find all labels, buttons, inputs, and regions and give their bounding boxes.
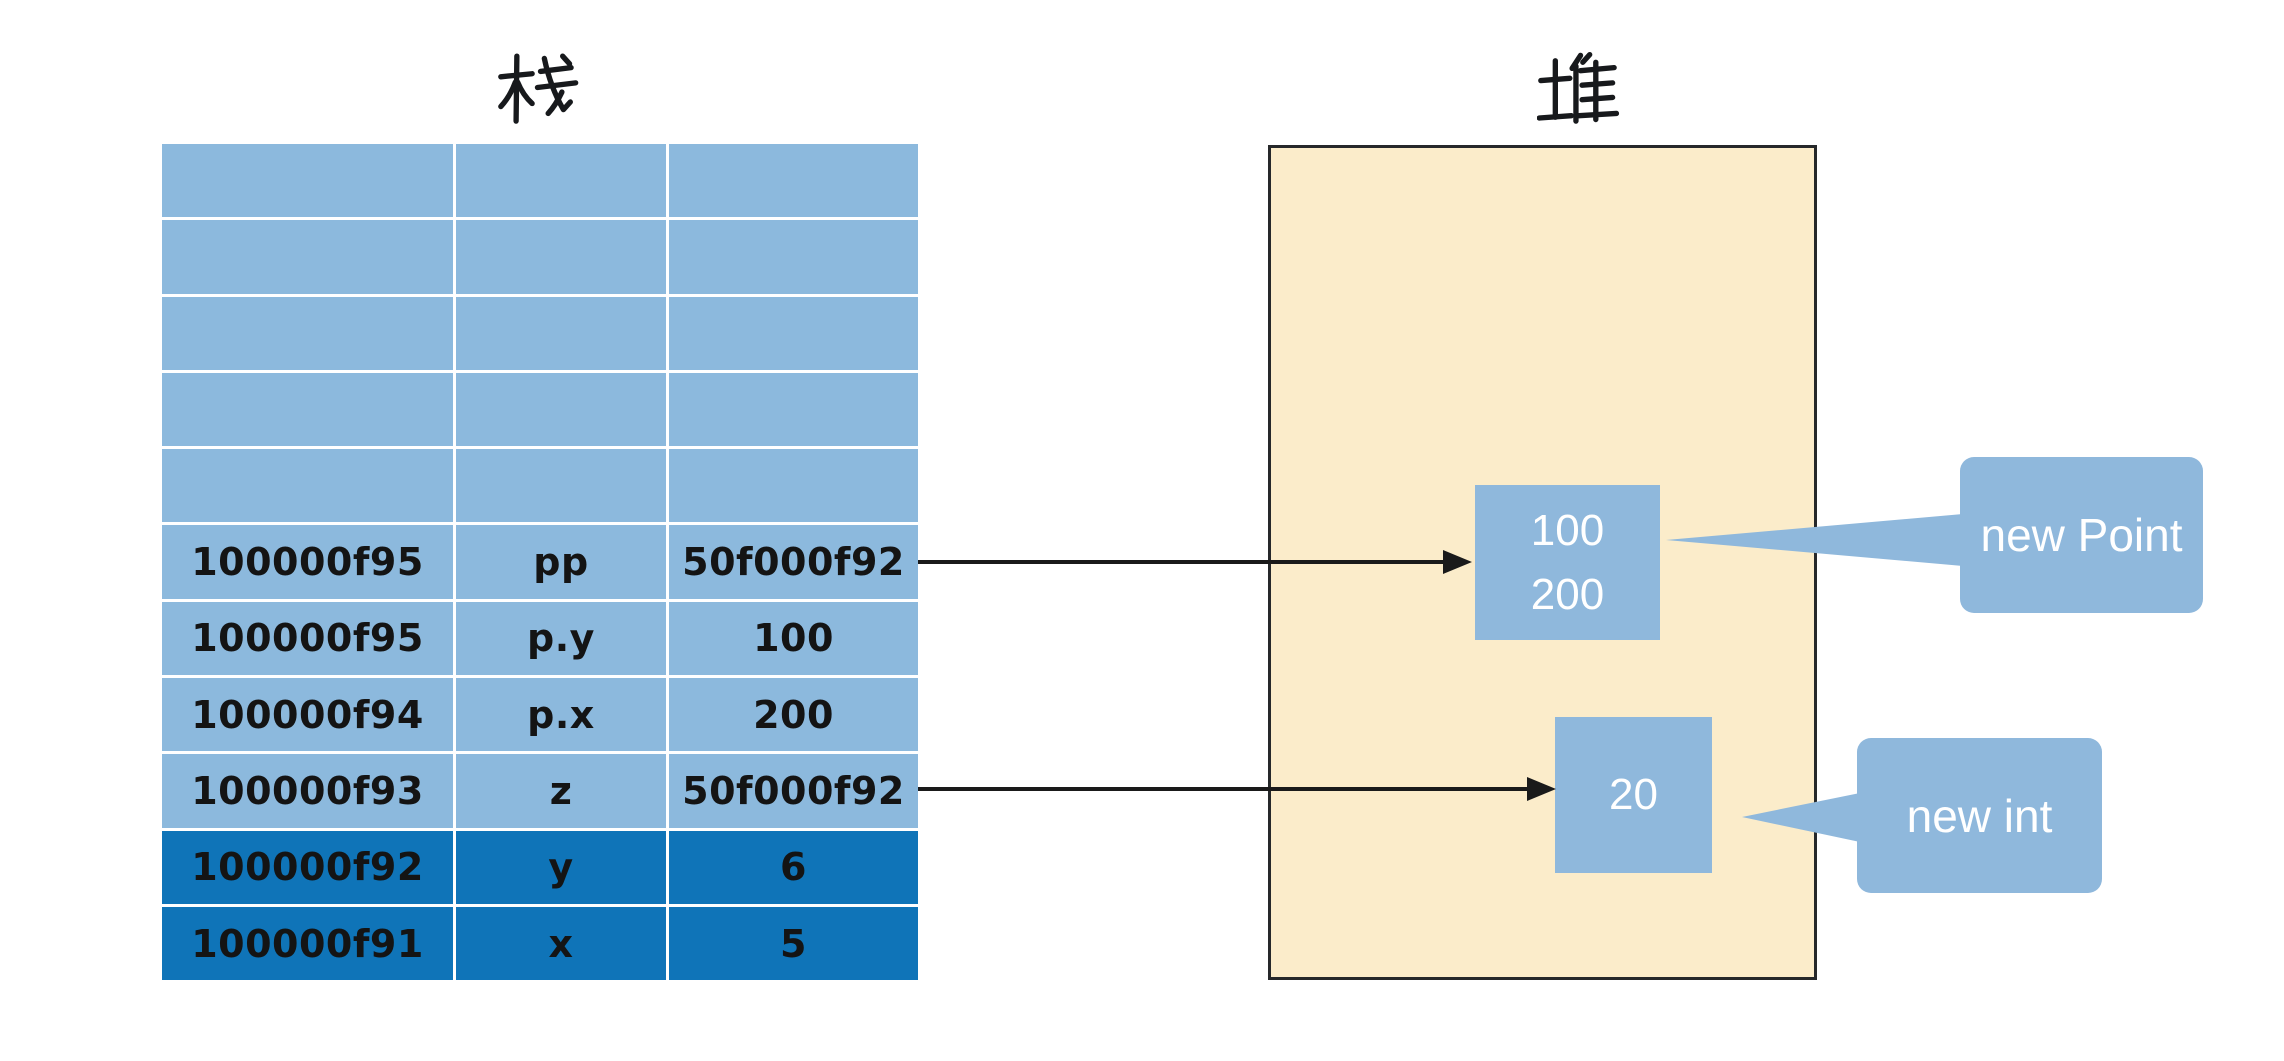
- stack-cell-value: [669, 449, 918, 523]
- callout-new-int-tail: [1742, 793, 1860, 842]
- stack-cell-value: 50f000f92: [669, 754, 918, 828]
- stack-cell-value: 5: [669, 906, 918, 981]
- callout-new-point-label: new Point: [1980, 509, 2183, 561]
- callout-new-point: new Point: [1960, 457, 2203, 613]
- callout-new-int: new int: [1857, 738, 2102, 893]
- point-y-value: 200: [1530, 569, 1605, 619]
- stack-cell-value: 6: [669, 830, 918, 904]
- pointer-arrow-z-head: [1527, 777, 1556, 801]
- heap-title-glyph: [1537, 51, 1620, 124]
- stack-cell-name: z: [456, 754, 666, 828]
- stack-cell-value: 50f000f92: [669, 525, 918, 599]
- stack-cell-address: [162, 449, 453, 523]
- stack-cell-address: 100000f93: [162, 754, 453, 828]
- point-object-box: 100 200: [1475, 485, 1660, 640]
- callout-new-int-label: new int: [1906, 789, 2053, 842]
- stack-cell-value: [669, 220, 918, 294]
- stack-cell-address: 100000f91: [162, 906, 453, 981]
- stack-cell-value: [669, 296, 918, 370]
- stack-cell-name: [456, 144, 666, 218]
- stack-cell-address: 100000f95: [162, 601, 453, 676]
- callout-new-point-tail: [1666, 514, 1963, 566]
- stack-cell-name: p.y: [456, 601, 666, 676]
- stack-cell-value: [669, 144, 918, 218]
- stack-cell-value: 100: [669, 601, 918, 676]
- stack-cell-name: [456, 372, 666, 447]
- stack-cell-address: [162, 296, 453, 370]
- stack-cell-address: 100000f95: [162, 525, 453, 599]
- stack-cell-value: 200: [669, 678, 918, 752]
- point-x-value: 100: [1530, 505, 1605, 555]
- stack-cell-address: 100000f92: [162, 830, 453, 904]
- stack-cell-name: [456, 449, 666, 523]
- stack-title-glyph: [498, 53, 579, 124]
- pointer-arrow-pp-head: [1443, 550, 1472, 574]
- int-value: 20: [1609, 770, 1658, 819]
- stack-cell-name: p.x: [456, 678, 666, 752]
- stack-cell-address: [162, 220, 453, 294]
- int-object-box: 20: [1555, 717, 1712, 873]
- stack-cell-name: [456, 296, 666, 370]
- stack-cell-address: 100000f94: [162, 678, 453, 752]
- stack-cell-name: x: [456, 906, 666, 981]
- stack-cell-value: [669, 372, 918, 447]
- stack-cell-address: [162, 144, 453, 218]
- stack-cell-name: pp: [456, 525, 666, 599]
- stack-cell-name: [456, 220, 666, 294]
- stack-cell-address: [162, 372, 453, 447]
- stack-cell-name: y: [456, 830, 666, 904]
